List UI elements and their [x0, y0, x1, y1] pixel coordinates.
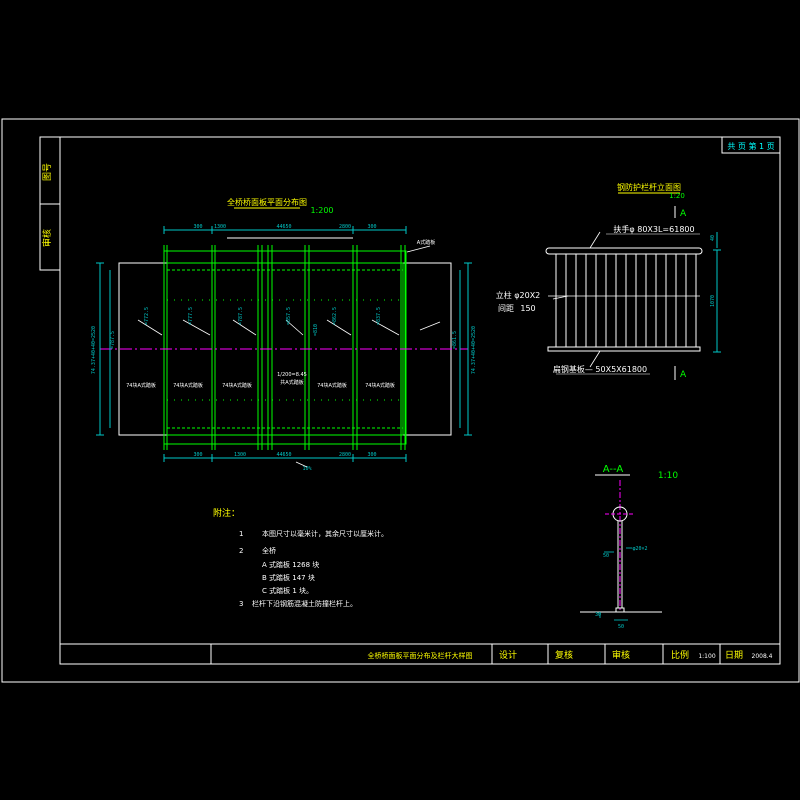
sheet-frames [1, 118, 800, 683]
plan-view: 全桥桥面板平面分布图 1:200 [91, 197, 477, 472]
plan-bottom-dim-3: 44650 [276, 452, 291, 458]
plan-bottom-dim-2: 1300 [234, 452, 246, 458]
note-1-num: 1 [239, 530, 243, 538]
note-2a-text: A 式踏板 1268 块 [262, 560, 319, 569]
plan-plate-rows [167, 269, 403, 429]
plan-inner-dim-1: =787.5 [110, 331, 116, 349]
elevation-handrail-label: 扶手φ 80X3L=61800 [613, 224, 694, 234]
tb-date-value: 2008.4 [752, 653, 773, 660]
plan-top-dim-1: 300 [193, 224, 202, 230]
plan-bottom-dimension [163, 454, 407, 462]
section-mark-top: A [680, 209, 687, 219]
note-2c-text: C 式踏板 1 块。 [262, 586, 313, 595]
railing-elevation: 钢防护栏杆立面图 1:20 A A 1070 40 扶手φ 80 [496, 182, 721, 380]
elevation-scale: 1:20 [669, 192, 685, 200]
plan-angle-label-4: =857.5 [286, 307, 292, 325]
plan-side-dimensions [96, 262, 472, 436]
note-2b-text: B 式踏板 147 块 [262, 573, 315, 582]
section-drawing [580, 480, 662, 613]
plan-right-height: 74.37+40+40=2520 [471, 326, 477, 374]
tb-design: 设计 [499, 649, 517, 661]
section-dim-4: 50 [618, 624, 624, 630]
elevation-spacing-value: 150 [520, 304, 535, 313]
plan-angle-label-2: =777.5 [188, 307, 194, 325]
plan-angle-label-1: =772.5 [144, 307, 150, 325]
elevation-top-dim: 40 [710, 235, 716, 241]
plan-center-note-1: 1/200=8.45 [277, 372, 307, 378]
railing-base [547, 346, 701, 352]
sheet-tag: 共 页 第 1 页 [727, 141, 774, 151]
elevation-title: 钢防护栏杆立面图 [617, 182, 681, 192]
tb-review: 审核 [612, 649, 630, 661]
elevation-base-label: 扁钢基板— 50X5X61800 [553, 364, 647, 374]
plan-bottom-dim-4: 2800 [339, 452, 351, 458]
plan-bottom-mark: 10% [302, 466, 311, 472]
section-dim-1: φ20×2 [632, 546, 647, 552]
plan-panel-label-3: 74块A式踏板 [222, 382, 252, 389]
plan-left-height: 74.37+40+40=2520 [91, 326, 97, 374]
plan-panel-label-2: 74块A式踏板 [173, 382, 203, 389]
section-dims [599, 547, 632, 621]
tb-date-label: 日期 [725, 650, 743, 661]
plan-bottom-dim-5: 300 [367, 452, 376, 458]
note-3-text: 栏杆下沿钢筋混凝土防撞栏杆上。 [252, 599, 357, 608]
plan-angle-label-5: =862.5 [332, 307, 338, 325]
plan-scale: 1:200 [310, 206, 333, 215]
section-dim-2: 50 [603, 553, 609, 559]
railing-posts [555, 254, 697, 347]
note-2-text: 全桥 [262, 546, 276, 555]
tb-scale-label: 比例 [671, 649, 689, 661]
plan-top-dim-5: 300 [367, 224, 376, 230]
railing-handrail [545, 247, 703, 255]
plan-panel-label-1: 74块A式踏板 [126, 382, 156, 389]
plan-panel-label-4: 74块A式踏板 [317, 382, 347, 389]
note-2-num: 2 [239, 547, 243, 555]
plan-inner-dim-3: =810 [313, 324, 319, 336]
plan-title: 全桥桥面板平面分布图 [227, 197, 307, 207]
plan-small-tag: A式踏板 [417, 239, 435, 246]
notes: 附注： 1 本图尺寸以毫米计，其余尺寸以厘米计。 2 全桥 A 式踏板 1268… [213, 507, 388, 608]
tb-check: 复核 [555, 649, 573, 661]
plan-top-dim-2: 1300 [214, 224, 226, 230]
elevation-spacing-label: 间距 [498, 304, 514, 313]
elevation-dimension [713, 232, 721, 353]
notes-heading: 附注： [213, 507, 240, 519]
elevation-leaders [552, 231, 601, 368]
section-mark-bottom: A [680, 370, 687, 380]
section-aa: A--A 1:10 φ20×2 50 30 50 [580, 464, 678, 630]
plan-center-note-2: 共A式踏板 [280, 379, 303, 386]
plan-panel-label-5: 74块A式踏板 [365, 382, 395, 389]
plan-angle-label-3: =787.5 [238, 307, 244, 325]
section-scale: 1:10 [658, 471, 678, 481]
note-1-text: 本图尺寸以毫米计，其余尺寸以厘米计。 [262, 529, 388, 538]
plan-top-dim-3: 44650 [276, 224, 291, 230]
drawing-name: 全桥桥面板平面分布及栏杆大样图 [368, 651, 473, 660]
plan-angle-label-6: =837.5 [376, 307, 382, 325]
section-title: A--A [603, 464, 624, 475]
plan-top-dimension [163, 226, 407, 239]
plan-bottom-dim-1: 300 [193, 452, 202, 458]
tb-scale-value: 1:100 [698, 653, 715, 660]
side-label-2: 审核 [41, 229, 53, 247]
plan-top-dim-4: 2800 [339, 224, 351, 230]
elevation-post-label: 立柱 φ20X2 [496, 290, 541, 300]
elevation-height-dim: 1070 [710, 295, 716, 307]
plan-leaders [137, 319, 441, 336]
title-block: 全桥桥面板平面分布及栏杆大样图 设计 复核 审核 比例 1:100 日期 200… [368, 649, 773, 661]
plan-inner-dim-2: =861.5 [452, 331, 458, 349]
section-dim-3: 30 [595, 612, 601, 618]
note-3-num: 3 [239, 600, 243, 608]
side-label-1: 图号 [42, 163, 53, 181]
